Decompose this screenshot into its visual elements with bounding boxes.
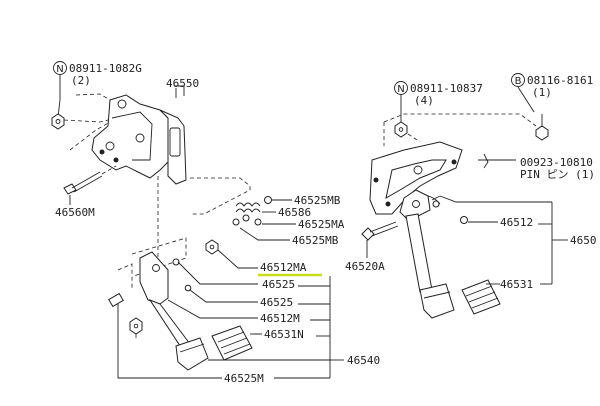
- n-circle-icon: [53, 61, 67, 75]
- part-00923-10810: 00923-10810: [520, 156, 593, 169]
- part-46540: 46540: [347, 354, 380, 367]
- brake-bracket: [369, 141, 463, 215]
- n-symbol: N: [397, 84, 404, 95]
- part-46520A: 46520A: [345, 260, 385, 273]
- pedal-pad-left: [175, 337, 209, 371]
- callout-nut-right: N 08911-10837 (4): [394, 81, 483, 138]
- left-pedal-assembly: N 08911-1082G (2) 46550: [51, 61, 380, 385]
- nut-icon: [394, 121, 408, 138]
- right-pedal-assembly: N 08911-10837 (4) B 08116-8161 (1): [345, 73, 597, 319]
- pin-00923-10810: 00923-10810 PIN ピン (1): [478, 153, 595, 181]
- n-circle-icon: [394, 81, 408, 95]
- part-46512M: 46512M: [260, 312, 300, 325]
- part-46525MB-bottom: 46525MB: [292, 234, 339, 247]
- n-symbol: N: [56, 64, 63, 75]
- bolt-46560M: 46560M: [55, 165, 117, 219]
- part-46560M: 46560M: [55, 206, 95, 219]
- nut-46512MA-icon: [205, 239, 219, 255]
- pin-label: PIN ピン (1): [520, 168, 595, 181]
- part-46512: 46512: [500, 216, 533, 229]
- spring-hardware: 46525MB 46586 46525MA 46525MB: [232, 194, 345, 247]
- callout-bolt-right: B 08116-8161 (1): [511, 73, 593, 141]
- part-46586: 46586: [278, 206, 311, 219]
- part-46525MB-top: 46525MB: [294, 194, 341, 207]
- pedal-pad-46531: [461, 279, 501, 315]
- callout-nut-left: N 08911-1082G (2): [51, 61, 142, 130]
- part-08116-8161: 08116-8161: [527, 74, 593, 87]
- part-08911-10837: 08911-10837: [410, 82, 483, 95]
- part-46525M: 46525M: [224, 372, 264, 385]
- qty-2: (2): [71, 74, 91, 87]
- b-circle-icon: [511, 73, 525, 87]
- clutch-pedal-left: [108, 251, 209, 371]
- b-symbol: B: [515, 76, 522, 87]
- nut-icon: [51, 113, 65, 130]
- part-46525MA: 46525MA: [298, 218, 345, 231]
- part-46531: 46531: [500, 278, 533, 291]
- pedal-pad-right: [419, 283, 455, 319]
- part-4650: 4650: [570, 234, 597, 247]
- part-08911-1082G: 08911-1082G: [69, 62, 142, 75]
- qty-1: (1): [532, 86, 552, 99]
- part-46512MA: 46512MA: [260, 261, 307, 274]
- bolt-46520A: 46520A: [345, 221, 399, 273]
- part-46550: 46550: [166, 77, 199, 90]
- brake-pedal-right: [399, 189, 468, 319]
- qty-4: (4): [414, 94, 434, 107]
- bracket-46550: 46550: [91, 77, 199, 185]
- bolt-icon: [535, 125, 549, 141]
- part-46525-b: 46525: [260, 296, 293, 309]
- part-46525-a: 46525: [262, 278, 295, 291]
- pedal-pad-46531N: [211, 325, 260, 361]
- part-46531N: 46531N: [264, 328, 304, 341]
